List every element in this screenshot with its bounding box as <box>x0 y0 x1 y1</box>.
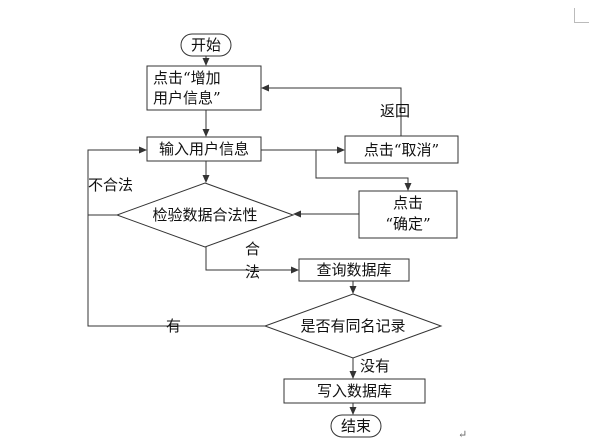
query-db-box <box>298 258 410 282</box>
validate-diamond <box>115 182 295 248</box>
input-info-label: 输入用户信息 <box>158 140 249 158</box>
edge-label-valid-2: 法 <box>245 263 261 281</box>
edge-valid-query <box>205 247 299 274</box>
edge-label-invalid: 不合法 <box>88 176 134 194</box>
end-label: 结束 <box>340 417 371 435</box>
click-add-label-1: 点击“增加 <box>153 69 221 87</box>
click-cancel-label: 点击“取消” <box>363 141 440 159</box>
validate-label: 检验数据合法性 <box>152 206 258 224</box>
end-terminator <box>330 414 382 438</box>
edge-invalid-loop <box>87 146 147 216</box>
click-ok-label-2: “确定” <box>385 215 431 233</box>
click-ok-label-1: 点击 <box>392 194 423 212</box>
edge-label-valid-1: 合 <box>245 240 261 258</box>
click-add-label-2: 用户信息” <box>153 89 221 107</box>
query-db-label: 查询数据库 <box>316 261 392 279</box>
edge-label-return: 返回 <box>380 102 411 120</box>
input-info-box <box>146 136 262 162</box>
same-name-label: 是否有同名记录 <box>300 317 406 335</box>
write-db-label: 写入数据库 <box>316 382 392 400</box>
paragraph-mark: ↵ <box>458 428 468 441</box>
edge-has-loop <box>87 215 265 327</box>
edge-cancel-return <box>261 84 402 136</box>
connectors <box>87 56 412 415</box>
write-db-box <box>283 378 426 404</box>
edge-input-ok <box>315 150 412 191</box>
edge-label-none: 没有 <box>360 357 391 375</box>
edge-label-has: 有 <box>166 317 182 335</box>
page-corner-mark <box>574 8 589 23</box>
start-label: 开始 <box>190 36 221 54</box>
